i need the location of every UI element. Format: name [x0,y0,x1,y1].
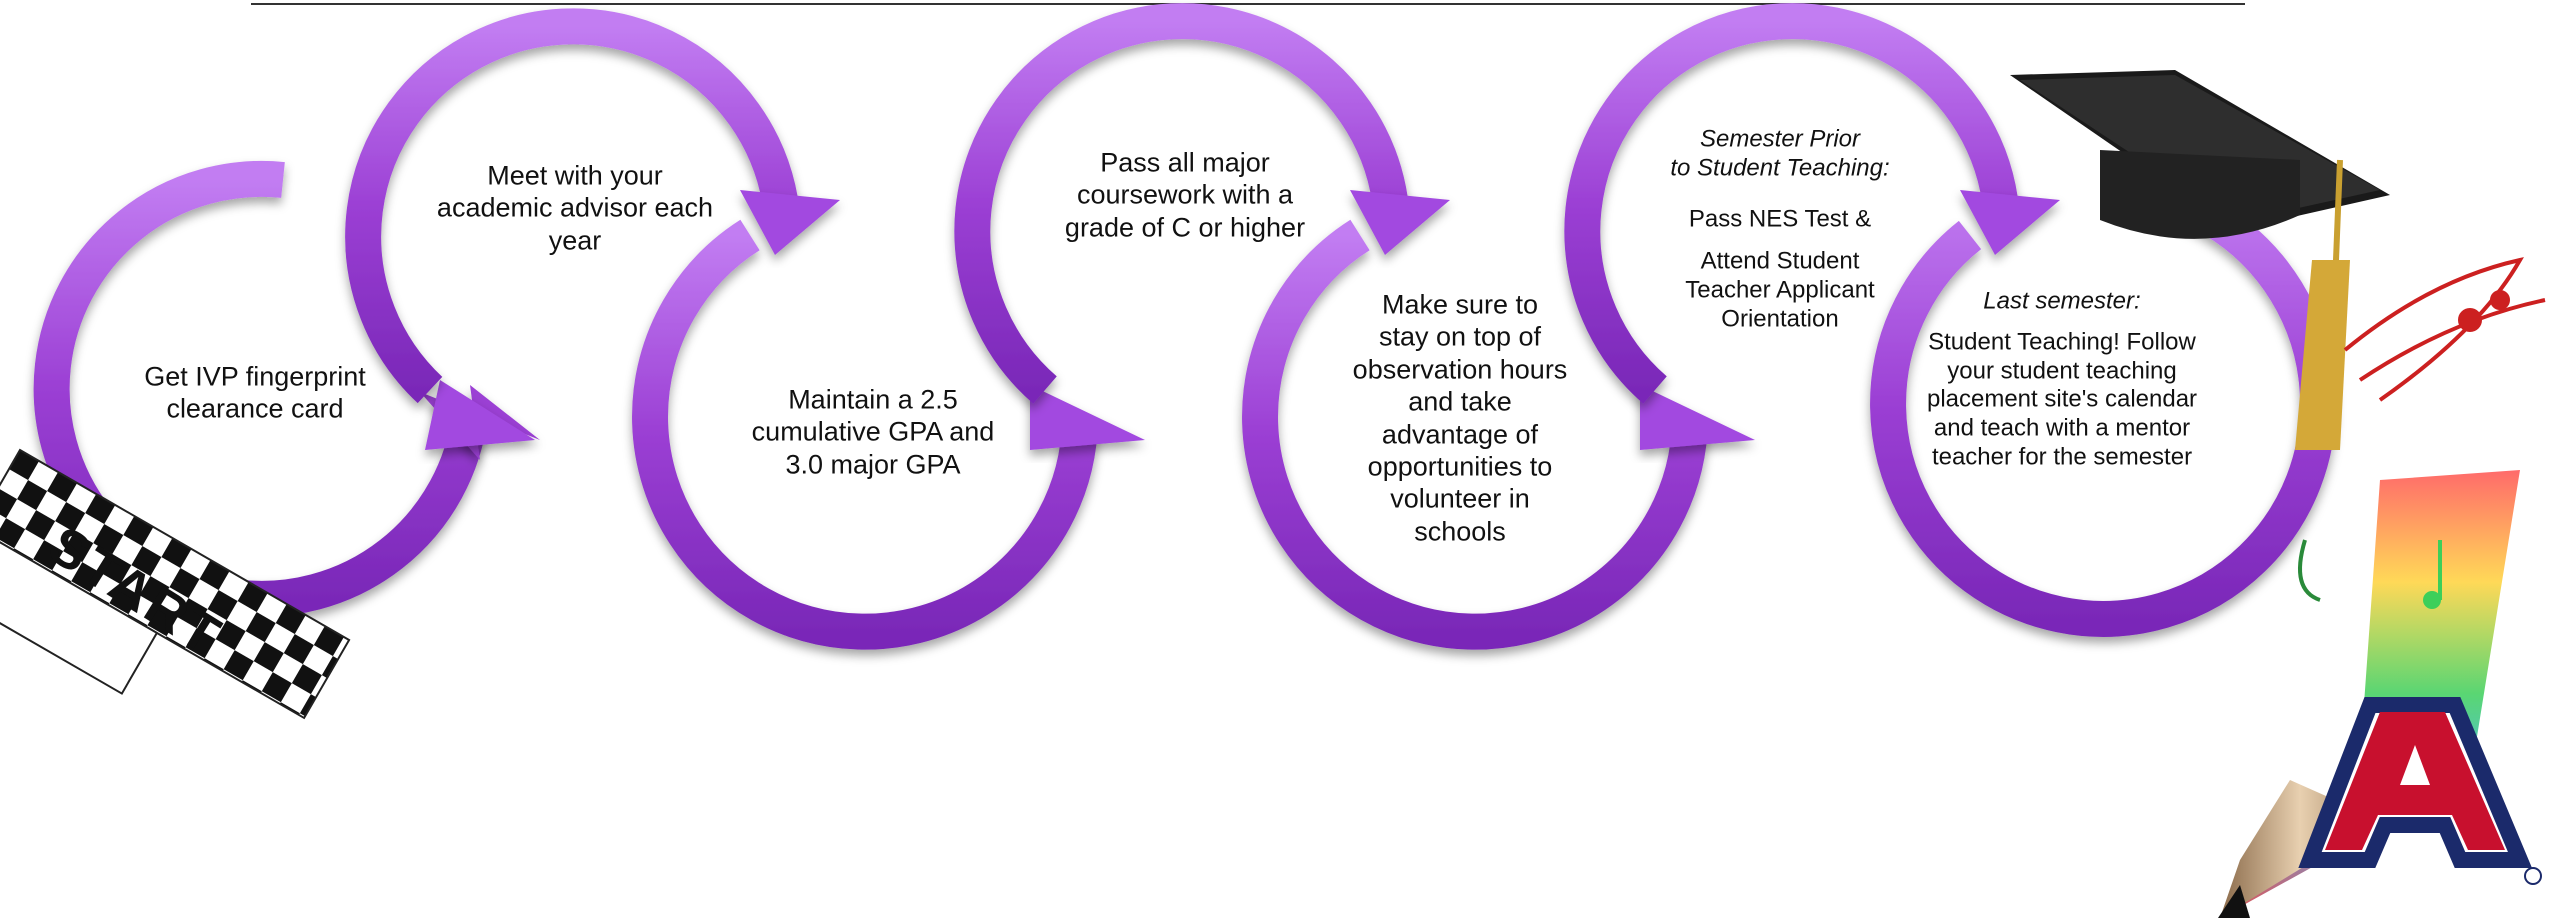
arrow-ring-5 [1242,219,1708,650]
step-6-heading: Semester Prior [1699,125,1861,153]
arrow-head-2 [740,190,840,255]
arrow-head-5 [1640,385,1755,450]
arrow-ring-4 [954,3,1408,404]
arrow-ring-6 [1564,3,2018,404]
university-logo-icon [2298,697,2542,885]
arrow-head-3 [1030,385,1145,450]
checkered-flag-icon [0,448,351,720]
arrow-head-6 [1960,190,2060,255]
arrow-head-1 [420,385,540,460]
graduation-cap-icon [2010,70,2390,450]
step-6-text: Semester Prior to Student Teaching: Pass… [1670,125,1890,333]
arrow-ring-7 [1870,172,2337,637]
arrow-head-4 [1350,190,1450,255]
step-7-text: Last semester: Student Teaching! Follow … [1926,287,2198,471]
top-rule [251,3,2245,5]
music-notes-icon [2298,257,2546,609]
arrow-ring-3 [632,219,1098,650]
step-7-heading: Last semester: [1983,287,2141,315]
arrow-ring-2 [345,8,798,404]
